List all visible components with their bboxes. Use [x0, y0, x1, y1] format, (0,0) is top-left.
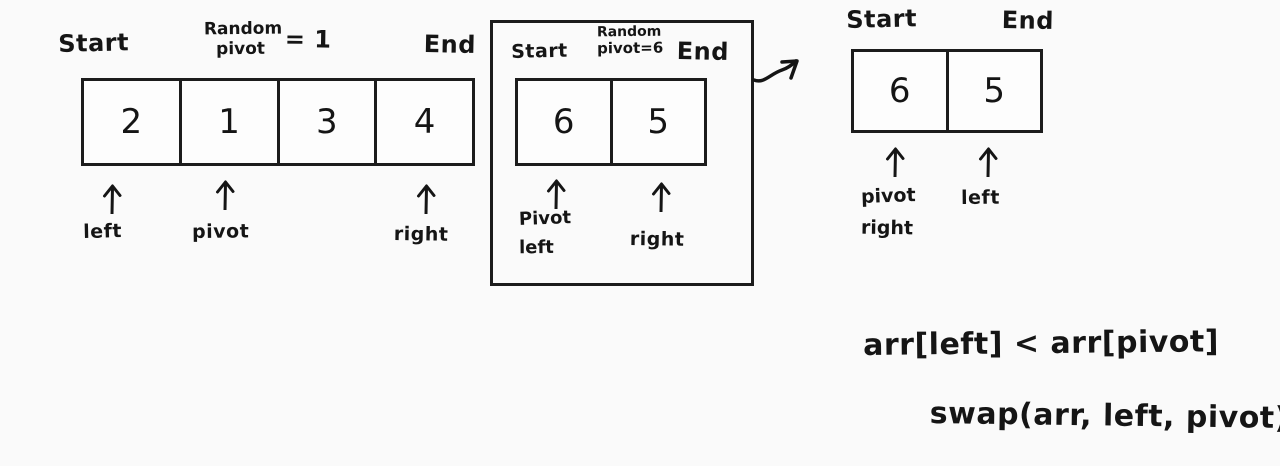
diagram1-pointer-arrow-left-icon: [101, 180, 123, 214]
diagram1-pointer-label-right: right: [393, 223, 449, 246]
diagram3-cell-1: 5: [983, 71, 1006, 111]
diagram1-random-pivot-note: Random pivot: [203, 18, 283, 60]
diagram1-cell-1: 1: [182, 81, 280, 163]
diagram2-random-pivot-note: Random pivot=6: [597, 24, 663, 58]
curved-right-arrow-icon: [752, 48, 822, 98]
condition-note: arr[left] < arr[pivot]: [862, 324, 1220, 363]
diagram2-group-frame: [490, 20, 754, 286]
diagram1-end-label: End: [423, 30, 477, 59]
diagram3-end-label: End: [1001, 6, 1055, 35]
diagram3-start-label: Start: [845, 4, 918, 34]
diagram3-pointer-arrow-left-icon: [977, 143, 999, 177]
diagram1-random-pivot-line2: pivot: [215, 38, 266, 59]
diagram1-pointer-arrow-pivot-icon: [214, 176, 236, 210]
diagram1-pointer-label-pivot: pivot: [191, 220, 250, 243]
diagram1-cell-3: 4: [413, 102, 436, 142]
diagram2-cell-1: 5: [647, 102, 670, 142]
diagram2-pointer-label-right: right: [629, 228, 685, 251]
diagram1-random-pivot-line1: Random: [203, 18, 283, 40]
diagram3-pointer-label-pivot-right: pivot right: [860, 184, 916, 240]
diagram3-pointer-arrow-pivotright-icon: [884, 143, 906, 177]
diagram2-pointer-label-pivot: Pivot: [518, 207, 572, 230]
diagram1-start-label: Start: [57, 28, 130, 58]
diagram1-pointer-arrow-right-icon: [415, 180, 437, 214]
action-note: swap(arr, left, pivot): [929, 396, 1280, 437]
diagram2-start-label: Start: [510, 39, 569, 63]
diagram2-pointer-label-left: left: [518, 236, 554, 258]
diagram2-pointer-label-pivot-left: Pivot left: [518, 207, 572, 258]
diagram1-array: 2 1 3 4: [81, 78, 475, 166]
diagram2-cell-0: 6: [518, 81, 613, 163]
diagram2-end-label: End: [676, 37, 730, 66]
diagram2-random-pivot-line2: pivot=6: [596, 38, 664, 58]
diagram2-pointer-arrow-right-icon: [650, 178, 672, 212]
diagram1-pointer-label-left: left: [82, 220, 123, 243]
diagram3-pointer-label-right: right: [860, 216, 914, 240]
diagram1-cell-2: 3: [280, 81, 378, 163]
diagram2-array: 6 5: [515, 78, 707, 166]
diagram2-pointer-arrow-pivotleft-icon: [545, 175, 567, 209]
diagram3-pointer-label-left: left: [960, 186, 1000, 209]
diagram1-random-pivot-value: = 1: [284, 25, 332, 54]
diagram3-pointer-label-pivot: pivot: [860, 184, 916, 208]
diagram3-array: 6 5: [851, 49, 1043, 133]
diagram1-cell-0: 2: [84, 81, 182, 163]
diagram3-cell-0: 6: [854, 52, 949, 130]
